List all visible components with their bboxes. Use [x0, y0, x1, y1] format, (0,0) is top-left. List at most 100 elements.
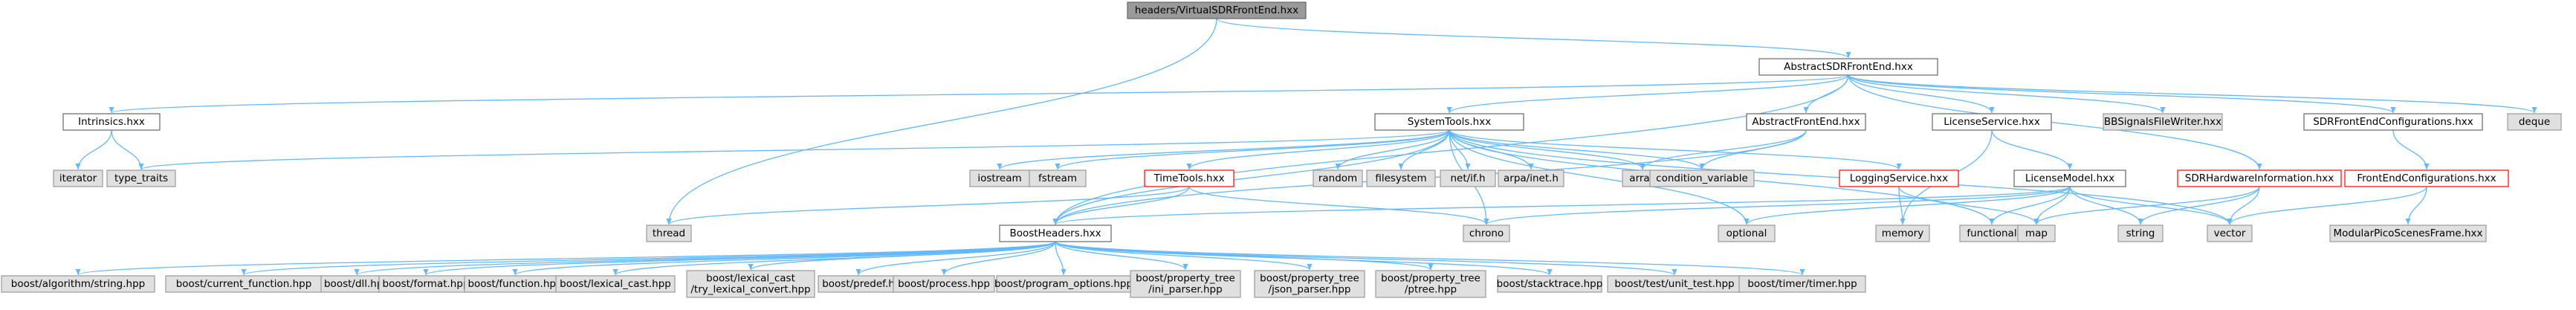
node-arpainet: arpa/inet.h	[1498, 169, 1564, 187]
node-label-filesystem: filesystem	[1375, 172, 1426, 184]
node-box-memory	[1875, 225, 1930, 242]
node-intrinsics[interactable]: Intrinsics.hxx	[62, 113, 161, 131]
edge-boostheaders-to-b_json	[1055, 241, 1313, 271]
node-label-chrono: chrono	[1469, 227, 1504, 239]
edge-boostheaders-to-b_stack	[1055, 241, 1553, 276]
node-chrono: chrono	[1463, 225, 1510, 242]
node-label-modpico: ModularPicoScenesFrame.hxx	[2334, 227, 2483, 239]
node-label-b_dll: boost/dll.hpp	[324, 278, 389, 290]
node-label-bbsignals: BBSignalsFileWriter.hxx	[2104, 116, 2221, 128]
node-box-vector	[2207, 225, 2253, 242]
node-loggingservice[interactable]: LoggingService.hxx	[1839, 169, 1959, 187]
node-label-arpainet: arpa/inet.h	[1504, 172, 1559, 184]
node-string: string	[2117, 225, 2164, 242]
node-label-b_trylex: /try_lexical_convert.hpp	[690, 284, 810, 296]
node-b_json: boost/property_tree/json_parser.hpp	[1254, 270, 1365, 298]
edge-sdrhwinfo-to-string	[2138, 186, 2260, 225]
edge-boostheaders-to-b_algo	[75, 241, 1056, 276]
node-box-random	[1313, 169, 1363, 187]
node-box-deque	[2507, 113, 2562, 131]
node-functional: functional	[1959, 225, 2025, 242]
node-sdrfeconf[interactable]: SDRFrontEndConfigurations.hxx	[2303, 113, 2483, 131]
node-type_traits: type_traits	[106, 169, 176, 187]
node-label-b_algo: boost/algorithm/string.hpp	[11, 278, 145, 290]
edge-licensemodel-to-chrono	[1483, 186, 2071, 225]
edge-abstract_sdr-to-licenseservice	[1848, 74, 1995, 114]
node-modpico: ModularPicoScenesFrame.hxx	[2329, 225, 2487, 242]
node-thread: thread	[646, 225, 692, 242]
node-box-b_json	[1254, 270, 1365, 298]
node-label-timetools: TimeTools.hxx	[1153, 172, 1224, 184]
node-box-sdrhwinfo	[2177, 169, 2342, 187]
node-label-map: map	[2025, 227, 2048, 239]
node-label-b_stack: boost/stacktrace.hpp	[1497, 278, 1603, 290]
node-box-condvar	[1649, 169, 1755, 187]
edge-feconf-to-vector	[2227, 186, 2427, 225]
node-timetools[interactable]: TimeTools.hxx	[1144, 169, 1234, 187]
node-box-intrinsics	[62, 113, 161, 131]
node-box-b_algo	[1, 275, 155, 293]
node-b_progopt: boost/program_options.hpp	[994, 275, 1133, 293]
node-box-b_process	[893, 275, 995, 293]
node-box-iterator	[53, 169, 103, 187]
node-label-iterator: iterator	[59, 172, 97, 184]
node-box-map	[2017, 225, 2056, 242]
node-box-modpico	[2329, 225, 2487, 242]
node-map: map	[2017, 225, 2056, 242]
edge-systemtools-to-array	[1449, 129, 1645, 170]
node-licenseservice[interactable]: LicenseService.hxx	[1932, 113, 2052, 131]
node-root[interactable]: headers/VirtualSDRFrontEnd.hxx	[1127, 1, 1307, 19]
node-box-optional	[1718, 225, 1776, 242]
node-label-b_json: /json_parser.hpp	[1269, 284, 1351, 296]
node-box-bbsignals	[2103, 113, 2223, 131]
edge-abstract_sdr-to-sdrfeconf	[1848, 74, 2396, 114]
node-label-b_format: boost/format.hpp	[383, 278, 470, 290]
edge-boostheaders-to-b_format	[423, 241, 1056, 276]
edge-systemtools-to-loggingservice	[1449, 129, 1902, 170]
node-box-root	[1127, 1, 1307, 19]
edge-abstract_sdr-to-abstract_fe	[1803, 74, 1849, 114]
node-box-licenseservice	[1932, 113, 2052, 131]
node-label-intrinsics: Intrinsics.hxx	[78, 116, 145, 128]
node-abstract_sdr[interactable]: AbstractSDRFrontEnd.hxx	[1758, 58, 1938, 76]
edge-loggingservice-to-map	[1898, 186, 2039, 225]
node-label-memory: memory	[1882, 227, 1923, 239]
node-label-netif: net/if.h	[1450, 172, 1485, 184]
edge-feconf-to-modpico	[2405, 186, 2427, 225]
node-box-thread	[646, 225, 692, 242]
node-label-vector: vector	[2214, 227, 2246, 239]
node-label-optional: optional	[1726, 227, 1767, 239]
edge-intrinsics-to-type_traits	[111, 129, 144, 170]
node-label-abstract_sdr: AbstractSDRFrontEnd.hxx	[1784, 61, 1913, 73]
node-licensemodel[interactable]: LicenseModel.hxx	[2013, 169, 2126, 187]
edge-systemtools-to-fstream	[1055, 129, 1450, 170]
node-b_timer: boost/timer/timer.hpp	[1738, 275, 1866, 293]
node-label-b_curfn: boost/current_function.hpp	[176, 278, 312, 290]
node-label-root: headers/VirtualSDRFrontEnd.hxx	[1135, 4, 1298, 16]
edge-boostheaders-to-b_process	[941, 241, 1056, 276]
edge-timetools-to-chrono	[1188, 186, 1489, 225]
node-systemtools[interactable]: SystemTools.hxx	[1374, 113, 1524, 131]
node-label-b_lexcast: boost/lexical_cast.hpp	[560, 278, 671, 290]
node-box-chrono	[1463, 225, 1510, 242]
edge-boostheaders-to-b_trylex	[748, 241, 1056, 271]
node-box-arpainet	[1498, 169, 1564, 187]
node-sdrhwinfo[interactable]: SDRHardwareInformation.hxx	[2177, 169, 2342, 187]
edge-abstract_sdr-to-deque	[1848, 74, 2537, 114]
node-condvar: condition_variable	[1649, 169, 1755, 187]
edge-timetools-to-boostheaders	[1052, 186, 1190, 225]
node-b_trylex: boost/lexical_cast/try_lexical_convert.h…	[686, 270, 815, 298]
node-box-string	[2117, 225, 2164, 242]
node-feconf[interactable]: FrontEndConfigurations.hxx	[2344, 169, 2509, 187]
node-label-iostream: iostream	[977, 172, 1021, 184]
edge-systemtools-to-boostheaders	[1052, 129, 1450, 225]
edge-root-to-thread	[666, 18, 1217, 225]
node-abstract_fe[interactable]: AbstractFrontEnd.hxx	[1746, 113, 1866, 131]
node-memory: memory	[1875, 225, 1930, 242]
edge-loggingservice-to-memory	[1898, 186, 1906, 225]
nodes-layer: headers/VirtualSDRFrontEnd.hxxAbstractSD…	[1, 1, 2562, 298]
node-boostheaders[interactable]: BoostHeaders.hxx	[999, 225, 1112, 242]
node-random: random	[1313, 169, 1363, 187]
node-box-b_timer	[1738, 275, 1866, 293]
node-label-fstream: fstream	[1038, 172, 1077, 184]
